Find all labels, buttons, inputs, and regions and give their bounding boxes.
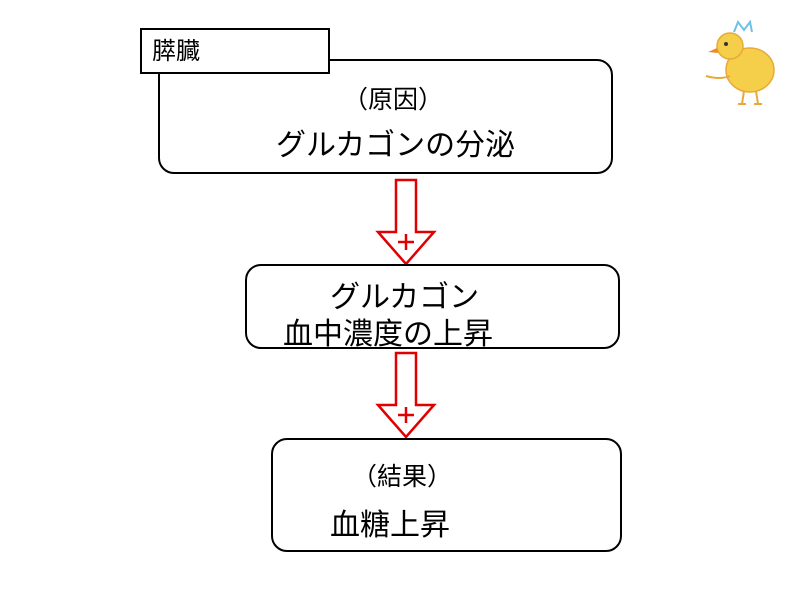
middle-box: [245, 264, 620, 349]
arrow-down-2: [375, 351, 437, 439]
result-box: [271, 438, 622, 552]
cause-box: [158, 59, 613, 174]
cause-heading: （原因）: [343, 85, 444, 114]
organ-label: 膵臓: [140, 28, 330, 74]
result-heading: （結果）: [352, 462, 453, 491]
chick-icon: [705, 19, 775, 105]
cause-text: グルカゴンの分泌: [276, 128, 516, 163]
result-text: 血糖上昇: [330, 508, 450, 543]
middle-line2: 血中濃度の上昇: [283, 317, 493, 352]
arrow-down-1: [375, 178, 437, 266]
middle-line1: グルカゴン: [330, 280, 480, 315]
